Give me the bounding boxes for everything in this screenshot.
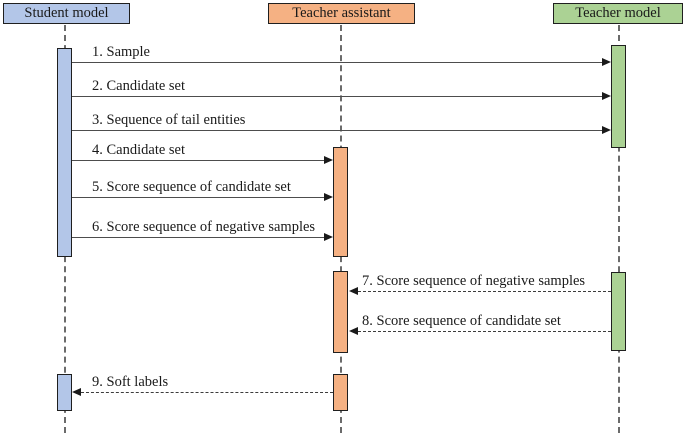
activation-student-2	[57, 374, 72, 411]
message-line-8	[358, 331, 611, 332]
message-line-3	[72, 130, 603, 131]
activation-teacher-assistant-1	[333, 147, 348, 257]
actor-box-teacher-assistant: Teacher assistant	[268, 3, 415, 24]
message-line-7	[358, 291, 611, 292]
arrowhead-left-icon	[349, 327, 358, 335]
arrowhead-right-icon	[602, 92, 611, 100]
message-label-3: 3. Sequence of tail entities	[92, 112, 246, 128]
message-label-7: 7. Score sequence of negative samples	[362, 273, 586, 289]
message-label-2: 2. Candidate set	[92, 78, 186, 94]
activation-teacher-assistant-2	[333, 271, 348, 353]
message-label-4: 4. Candidate set	[92, 142, 186, 158]
message-label-5: 5. Score sequence of candidate set	[92, 179, 291, 195]
activation-student-1	[57, 48, 72, 257]
actor-label-teacher-assistant: Teacher assistant	[292, 5, 391, 22]
activation-teacher-assistant-3	[333, 374, 348, 411]
activation-teacher-model-2	[611, 272, 626, 351]
arrowhead-right-icon	[324, 193, 333, 201]
message-line-6	[72, 237, 325, 238]
arrowhead-right-icon	[324, 233, 333, 241]
message-label-9: 9. Soft labels	[92, 374, 169, 390]
message-label-1: 1. Sample	[92, 44, 150, 60]
actor-box-student-model: Student model	[3, 3, 130, 24]
message-label-6: 6. Score sequence of negative samples	[92, 219, 316, 235]
actor-box-teacher-model: Teacher model	[553, 3, 683, 24]
lifeline-teacher-model	[618, 25, 620, 433]
message-line-2	[72, 96, 603, 97]
activation-teacher-model-1	[611, 45, 626, 148]
message-line-9	[81, 392, 333, 393]
arrowhead-right-icon	[602, 58, 611, 66]
actor-label-student-model: Student model	[24, 5, 109, 22]
arrowhead-right-icon	[602, 126, 611, 134]
message-line-1	[72, 62, 603, 63]
arrowhead-left-icon	[72, 388, 81, 396]
message-label-8: 8. Score sequence of candidate set	[362, 313, 561, 329]
message-line-5	[72, 197, 325, 198]
actor-label-teacher-model: Teacher model	[575, 5, 661, 22]
arrowhead-left-icon	[349, 287, 358, 295]
message-line-4	[72, 160, 325, 161]
arrowhead-right-icon	[324, 156, 333, 164]
